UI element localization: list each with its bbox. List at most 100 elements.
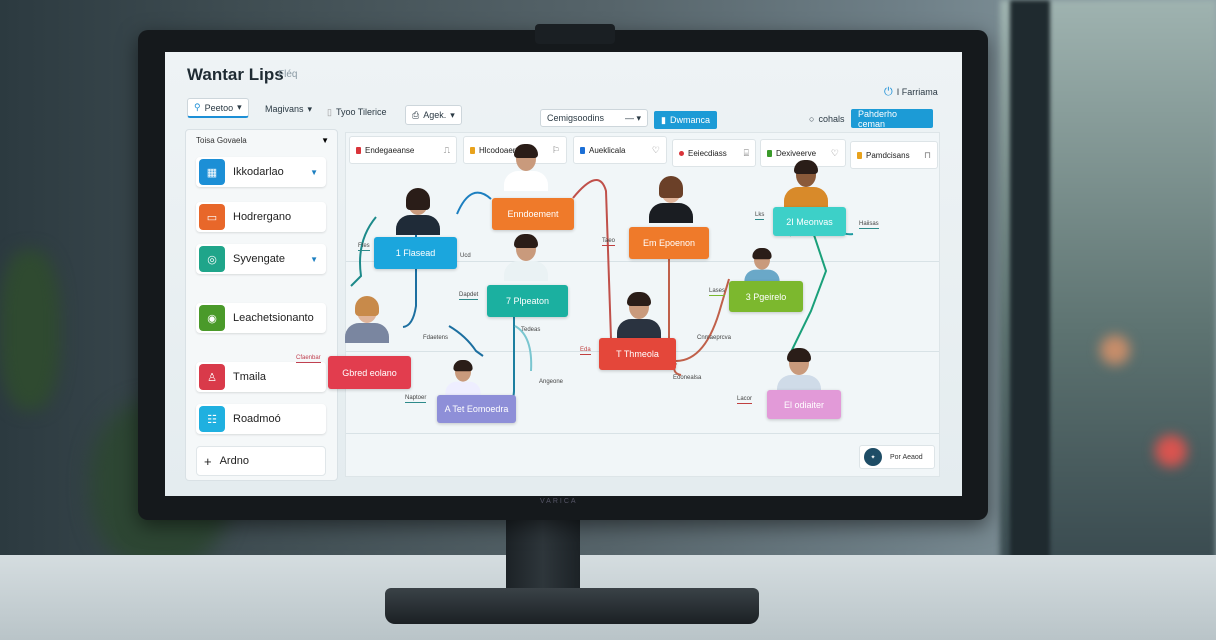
- dot-icon: [679, 150, 684, 156]
- sidebar-item-label: Ikkodarlao: [233, 166, 284, 178]
- edge-label: Naptoer: [405, 395, 427, 403]
- user-menu[interactable]: ⏻ I Farriama: [878, 82, 944, 102]
- diagram-node[interactable]: El odiaiter: [767, 390, 841, 419]
- app-title: Wantar Lips: [187, 65, 284, 84]
- tab-label: Eeiecdiass: [688, 148, 727, 158]
- trash-icon: ⌸: [743, 147, 749, 158]
- avatar: [614, 292, 664, 339]
- edge: [456, 191, 492, 215]
- edge-label: Cfaenbar: [296, 355, 321, 363]
- edge-label: Haiisas: [859, 221, 879, 229]
- avatar-icon: ✦: [864, 448, 882, 466]
- edge-label: Ftes: [358, 243, 370, 251]
- diagram-node[interactable]: Enndoement: [492, 198, 574, 230]
- chevron-down-icon: ▾: [450, 109, 455, 120]
- sidebar-item-syvengate[interactable]: ◎ Syvengate ▼: [196, 244, 326, 274]
- tab-label: Aueklicala: [589, 145, 626, 155]
- edge-label: Tedeas: [521, 327, 541, 333]
- diagram-node[interactable]: T Thmeola: [599, 338, 676, 370]
- toolbar-label: Tyoo Tilerice: [335, 107, 387, 117]
- edge: [675, 278, 730, 362]
- tab-label: Hlcodoaerte: [479, 145, 523, 155]
- expand-icon[interactable]: ▼: [310, 254, 318, 264]
- footer-button[interactable]: ✦ Por Aeaod: [859, 445, 935, 469]
- diagram-node[interactable]: 3 Pgeirelo: [729, 281, 803, 312]
- diagram-layer: Enndoement 1 Flasead 7 Plpeaton Gbred eo…: [181, 81, 941, 478]
- background-light: [1155, 435, 1187, 467]
- pin-icon: [356, 146, 361, 154]
- sidebar-item-hodrergano[interactable]: ▭ Hodrergano: [196, 202, 326, 232]
- avatar: [774, 348, 824, 395]
- sidebar-item-roadmoo[interactable]: ☷Roadmoó: [196, 404, 326, 434]
- document-icon: ▯: [327, 106, 332, 117]
- diagram-node[interactable]: 2I Meonvas: [773, 207, 846, 236]
- tab-endegaeanse[interactable]: Endegaeanse⎍: [349, 136, 457, 164]
- chevron-down-icon: ▾: [307, 103, 313, 114]
- sidebar-item-label: Syvengate: [233, 253, 285, 265]
- tab-eeiecdiass[interactable]: Eeiecdiass ⌸: [672, 139, 756, 167]
- diagram-node[interactable]: Gbred eolano: [328, 356, 411, 389]
- sidebar-item-tmaila[interactable]: ♙Tmaila: [196, 362, 326, 392]
- view-select[interactable]: Cemigsoodins— ▾: [540, 109, 648, 127]
- user-label: I Farriama: [896, 87, 938, 97]
- background-pillar: [1010, 0, 1050, 560]
- action-button[interactable]: Pahderho ceman: [851, 109, 933, 129]
- edge-label: Ucd: [460, 253, 471, 259]
- add-button[interactable]: +Ardno: [196, 446, 326, 476]
- avatar: [501, 234, 551, 281]
- button-label: Dwmanca: [669, 115, 710, 125]
- primary-button[interactable]: ▮Dwmanca: [654, 111, 717, 129]
- toolbar-dropdown-agek[interactable]: ⎙Agek.▾: [405, 105, 462, 125]
- background-plant: [0, 250, 60, 410]
- dropdown-label: Agek.: [423, 110, 447, 120]
- printer-icon: ⎙: [412, 109, 420, 120]
- diagram-node[interactable]: A Tet Eomoedra: [437, 395, 516, 423]
- add-label: Ardno: [219, 455, 249, 467]
- chat-icon: ▭: [199, 204, 225, 230]
- edge: [402, 217, 417, 328]
- dropdown-label: Magivans: [265, 104, 304, 114]
- sidebar-item-leachetsionanto[interactable]: ◉Leachetsionanto: [196, 303, 326, 333]
- footer-button-label: Por Aeaod: [890, 453, 923, 461]
- tab-pamdcisans[interactable]: Pamdcisans⊓: [850, 141, 938, 169]
- card-icon: [580, 146, 585, 154]
- diagram-node[interactable]: Em Epoenon: [629, 227, 709, 259]
- app-subtitle: Fléq: [278, 69, 298, 80]
- folder-icon: [857, 151, 862, 159]
- chevron-down-icon[interactable]: ▼: [321, 136, 329, 145]
- screen: Wantar Lips Fléq ⏻ I Farriama ⚲Peetoo▾ M…: [165, 52, 962, 496]
- edge-label: Angeone: [539, 379, 564, 385]
- edge-label: Eoonealsa: [673, 375, 702, 381]
- sidebar-item-ikkodarlao[interactable]: ▦Ikkodarlao▼: [196, 157, 326, 187]
- sidebar-item-label: Tmaila: [233, 371, 267, 383]
- edge-label: Lacor: [737, 396, 753, 404]
- webcam: [535, 24, 615, 44]
- chevron-down-icon: ▾: [237, 102, 242, 112]
- edge: [500, 317, 515, 407]
- sidebar-header: Toisa Govaela: [196, 136, 247, 145]
- sidebar-item-label: Hodrergano: [233, 211, 292, 223]
- tab-label: Endegaeanse: [365, 145, 415, 155]
- toolbar-dropdown-peetoo[interactable]: ⚲Peetoo▾: [187, 98, 249, 118]
- toolbar-item-tyoo[interactable]: ▯Tyoo Tilerice: [321, 102, 392, 122]
- avatar: [501, 144, 551, 191]
- edge-label: Eda: [580, 347, 591, 355]
- edge-label: Cnmaeprcva: [697, 335, 732, 341]
- monitor-stand-neck: [506, 510, 580, 595]
- expand-icon[interactable]: ▼: [310, 167, 318, 177]
- diagram-node[interactable]: 7 Plpeaton: [487, 285, 568, 317]
- avatar: [781, 160, 831, 207]
- monitor-stand-base: [385, 588, 759, 624]
- monitor-brand: VARICA: [540, 498, 578, 505]
- comments-button[interactable]: ○cohals: [803, 109, 850, 129]
- edge-label: Dapdet: [459, 292, 479, 300]
- diagram-canvas[interactable]: Endegaeanse⎍ Hlcodoaerte⚐ Aueklicala♡ Ee…: [296, 132, 940, 477]
- sync-icon: ◎: [199, 246, 225, 272]
- background-light: [1100, 335, 1130, 365]
- tab-aueklicala[interactable]: Aueklicala♡: [573, 136, 667, 164]
- coin-icon: ◉: [199, 305, 225, 331]
- lock-icon: ⊓: [923, 149, 931, 160]
- toolbar-dropdown-magivans[interactable]: Magivans▾: [259, 99, 318, 119]
- chevron-down-icon: — ▾: [624, 112, 641, 123]
- diagram-node[interactable]: 1 Flasead: [374, 237, 457, 269]
